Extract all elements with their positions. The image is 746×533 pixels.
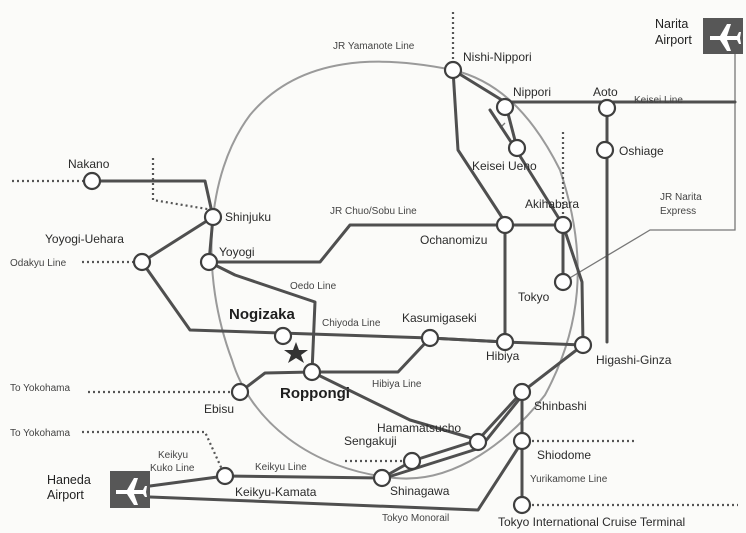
label-oshiage: Oshiage: [619, 144, 664, 158]
dotted-connectors: [12, 12, 738, 507]
label-keikyu-kuko-1: Keikyu: [158, 450, 188, 461]
star-icon: [284, 342, 308, 363]
haneda-label-2: Airport: [47, 488, 84, 502]
station-keikyu-kamata[interactable]: [215, 466, 235, 486]
label-nippori: Nippori: [513, 85, 551, 99]
label-yoyogi: Yoyogi: [219, 245, 255, 259]
label-shinbashi: Shinbashi: [534, 399, 587, 413]
station-nogizaka[interactable]: [273, 326, 293, 346]
station-shinjuku[interactable]: [203, 207, 223, 227]
station-shiodome[interactable]: [512, 431, 532, 451]
station-hamamatsucho[interactable]: [468, 432, 488, 452]
narita-label-1: Narita: [655, 17, 688, 31]
label-shinjuku: Shinjuku: [225, 210, 271, 224]
rail-lines: [90, 68, 737, 512]
station-keisei-ueno[interactable]: [507, 138, 527, 158]
jr-yamanote-loop: [210, 60, 579, 480]
label-higashi-ginza: Higashi-Ginza: [596, 353, 672, 367]
station-ochanomizu[interactable]: [495, 215, 515, 235]
station-akihabara[interactable]: [553, 215, 573, 235]
label-keisei: Keisei Line: [634, 95, 683, 106]
label-nishi-nippori: Nishi-Nippori: [463, 50, 532, 64]
label-oedo: Oedo Line: [290, 281, 337, 292]
station-nishi-nippori[interactable]: [443, 60, 463, 80]
label-chiyoda: Chiyoda Line: [322, 318, 381, 329]
label-tokyo: Tokyo: [518, 290, 550, 304]
station-sengakuji[interactable]: [402, 451, 422, 471]
label-nakano: Nakano: [68, 157, 110, 171]
label-jr-chuo-sobu: JR Chuo/Sobu Line: [330, 206, 417, 217]
station-shinbashi[interactable]: [512, 382, 532, 402]
station-shinagawa[interactable]: [372, 468, 392, 488]
station-yoyogi[interactable]: [199, 252, 219, 272]
station-tokyo[interactable]: [553, 272, 573, 292]
label-ebisu: Ebisu: [204, 402, 234, 416]
label-yoyogi-uehara: Yoyogi-Uehara: [45, 232, 124, 246]
label-keikyu-kamata: Keikyu-Kamata: [235, 485, 317, 499]
label-akihabara: Akihabara: [525, 197, 579, 211]
label-hibiya: Hibiya Line: [372, 379, 422, 390]
label-keisei-ueno: Keisei Ueno: [472, 159, 537, 173]
label-narita-express-2: Express: [660, 206, 696, 217]
station-roppongi[interactable]: [302, 362, 322, 382]
label-shinagawa: Shinagawa: [390, 484, 450, 498]
haneda-label-1: Haneda: [47, 473, 91, 487]
label-roppongi: Roppongi: [280, 385, 350, 402]
label-to-yokohama-2: To Yokohama: [10, 428, 70, 439]
label-kasumigaseki: Kasumigaseki: [402, 311, 477, 325]
station-kasumigaseki[interactable]: [420, 328, 440, 348]
label-odakyu: Odakyu Line: [10, 258, 67, 269]
station-ebisu[interactable]: [230, 382, 250, 402]
station-aoto[interactable]: [597, 98, 617, 118]
narita-airport-icon: [703, 18, 743, 54]
station-labels: Nishi-Nippori Nippori Aoto Keisei Ueno O…: [45, 50, 685, 529]
label-hibiya: Hibiya: [486, 349, 520, 363]
haneda-airport-icon: [110, 471, 150, 508]
station-hibiya[interactable]: [495, 332, 515, 352]
narita-label-2: Airport: [655, 33, 692, 47]
station-cruise-terminal[interactable]: [512, 495, 532, 515]
label-ochanomizu: Ochanomizu: [420, 233, 487, 247]
label-keikyu: Keikyu Line: [255, 462, 307, 473]
label-hamamatsucho: Hamamatsucho: [377, 421, 461, 435]
label-yurikamome: Yurikamome Line: [530, 474, 608, 485]
line-labels: JR Yamanote Line Keisei Line JR Chuo/Sob…: [10, 41, 702, 524]
station-oshiage[interactable]: [595, 140, 615, 160]
station-higashi-ginza[interactable]: [573, 335, 593, 355]
station-nakano[interactable]: [82, 171, 102, 191]
stations: [82, 60, 617, 515]
label-aoto: Aoto: [593, 85, 618, 99]
station-nippori[interactable]: [495, 97, 515, 117]
label-to-yokohama-1: To Yokohama: [10, 383, 70, 394]
label-jr-yamanote: JR Yamanote Line: [333, 41, 415, 52]
label-cruise-terminal: Tokyo International Cruise Terminal: [498, 515, 685, 529]
label-nogizaka: Nogizaka: [229, 306, 296, 323]
label-narita-express-1: JR Narita: [660, 192, 702, 203]
label-keikyu-kuko-2: Kuko Line: [150, 463, 195, 474]
station-yoyogi-uehara[interactable]: [132, 252, 152, 272]
label-sengakuji: Sengakuji: [344, 434, 397, 448]
label-tokyo-monorail: Tokyo Monorail: [382, 513, 449, 524]
label-shiodome: Shiodome: [537, 448, 591, 462]
